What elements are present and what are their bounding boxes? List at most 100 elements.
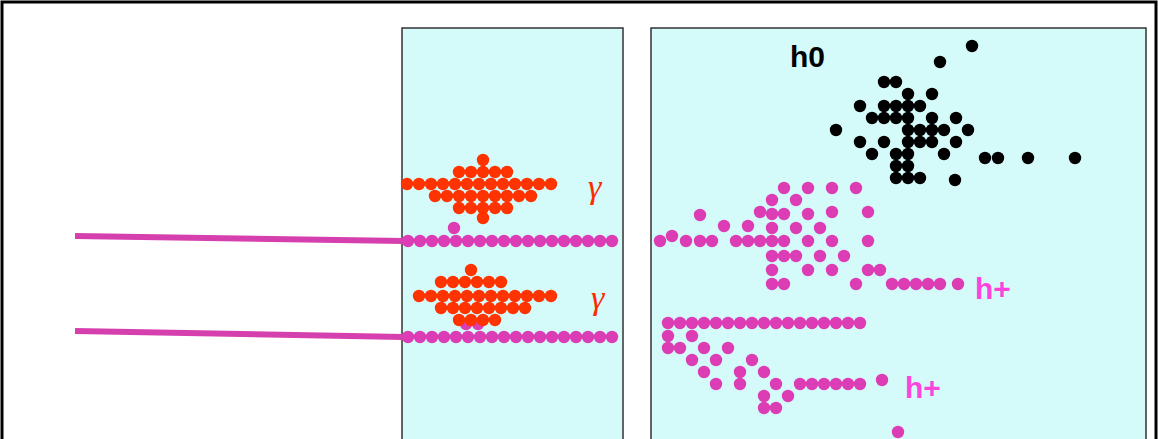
photon-hit [485, 290, 497, 302]
track-hit [522, 331, 534, 343]
hadron-hit [686, 354, 698, 366]
hadron-hit [952, 278, 964, 290]
hadron-hit [886, 278, 898, 290]
photon-hit [545, 290, 557, 302]
track-hit [426, 235, 438, 247]
photon-hit [461, 178, 473, 190]
hadron-hit [862, 235, 874, 247]
neutral-hadron-hit [979, 152, 991, 164]
photon-hit [489, 166, 501, 178]
photon-hit [459, 302, 471, 314]
neutral-hadron-hit [926, 112, 938, 124]
hadron-hit [854, 317, 866, 329]
hadron-hit [826, 206, 838, 218]
hadron-hit [766, 222, 778, 234]
photon-hit [533, 290, 545, 302]
hadron-hit [680, 235, 692, 247]
neutral-hadron-hit [926, 136, 938, 148]
hadron-hit [766, 278, 778, 290]
track-hit [510, 331, 522, 343]
photon-hit [477, 166, 489, 178]
hadron-hit [850, 278, 862, 290]
hadron-hit [758, 390, 770, 402]
neutral-hadron-hit [926, 88, 938, 100]
hadron-hit [674, 317, 686, 329]
hadron-hit [850, 182, 862, 194]
photon-hit [501, 190, 513, 202]
hadron-hit [830, 317, 842, 329]
hadron-hit [802, 208, 814, 220]
neutral-hadron-hit [914, 136, 926, 148]
track-hit [474, 235, 486, 247]
track-hit [450, 235, 462, 247]
neutral-hadron-hit [902, 88, 914, 100]
photon-hit [425, 290, 437, 302]
photon-hit [489, 202, 501, 214]
neutral-hadron-hit [890, 160, 902, 172]
hadron-hit [746, 317, 758, 329]
neutral-hadron-hit [902, 136, 914, 148]
track-hit [522, 235, 534, 247]
photon-hit [497, 290, 509, 302]
hcal-panel [651, 28, 1146, 439]
neutral-hadron-hit [950, 112, 962, 124]
photon-hit [501, 202, 513, 214]
hadron-hit [722, 317, 734, 329]
photon-hit [441, 190, 453, 202]
hadron-hit [862, 206, 874, 218]
track-hit [582, 235, 594, 247]
hadron-hit [718, 220, 730, 232]
photon-hit [483, 276, 495, 288]
neutral-hadron-hit [938, 148, 950, 160]
hadron-hit [674, 342, 686, 354]
hadron-hit [876, 374, 888, 386]
photon-hit [495, 276, 507, 288]
hadron-hit [794, 317, 806, 329]
neutral-hadron-hit [854, 100, 866, 112]
track-hit [534, 235, 546, 247]
neutral-hadron-hit [890, 148, 902, 160]
neutral-hadron-hit [878, 136, 890, 148]
track-hit [546, 331, 558, 343]
hadron-hit [694, 235, 706, 247]
track-hit [438, 235, 450, 247]
neutral-hadron-hit [890, 112, 902, 124]
hadron-hit [710, 354, 722, 366]
hadron-hit [770, 378, 782, 390]
photon-hit [477, 212, 489, 224]
hadron-hit [766, 194, 778, 206]
hadron-hit [778, 208, 790, 220]
track-hit [498, 331, 510, 343]
neutral-hadron-hit [914, 172, 926, 184]
neutral-hadron-hit [878, 100, 890, 112]
photon-hit [495, 302, 507, 314]
hadron-hit [782, 390, 794, 402]
hadron-hit [766, 235, 778, 247]
photon-hit [449, 178, 461, 190]
hadron-hit [706, 235, 718, 247]
neutral-hadron-hit [1069, 152, 1081, 164]
photon-hit [465, 190, 477, 202]
photon-hit [413, 290, 425, 302]
photon-hit [545, 178, 557, 190]
hadron-hit [770, 402, 782, 414]
track-hit [426, 331, 438, 343]
photon-hit [489, 314, 501, 326]
track-hit [414, 331, 426, 343]
photon-hit [435, 302, 447, 314]
track-hit [402, 331, 414, 343]
photon-hit [521, 290, 533, 302]
hadron-hit [922, 278, 934, 290]
hadron-hit [910, 278, 922, 290]
neutral-hadron-hit [854, 136, 866, 148]
track-hit [606, 235, 618, 247]
track-hit [534, 331, 546, 343]
photon-hit [435, 276, 447, 288]
track-hit [450, 331, 462, 343]
photon-hit [449, 290, 461, 302]
hadron-hit [694, 209, 706, 221]
hadron-hit [662, 317, 674, 329]
hadron-hit [802, 182, 814, 194]
photon-label: γ [588, 170, 601, 204]
